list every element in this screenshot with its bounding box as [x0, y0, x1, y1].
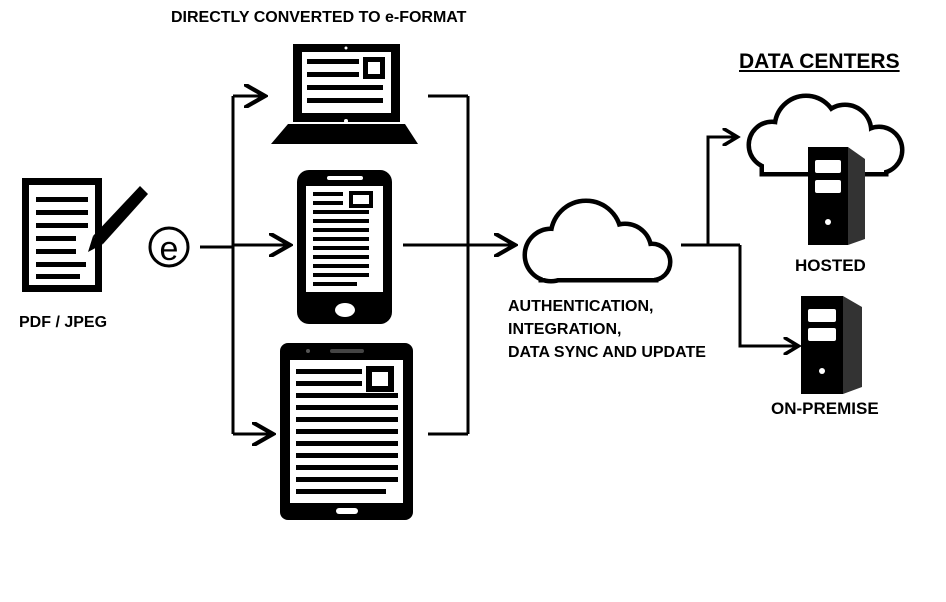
cloud-server-icon: [746, 93, 905, 245]
smartphone-icon: [297, 170, 392, 324]
e-badge-letter: e: [160, 230, 179, 268]
merge-connector: [403, 94, 512, 436]
cloud-services-label: AUTHENTICATION, INTEGRATION, DATA SYNC A…: [508, 295, 706, 364]
top-caption: DIRECTLY CONVERTED TO e-FORMAT: [171, 9, 467, 26]
datacenter-connector: [681, 137, 797, 346]
on-premise-label: ON-PREMISE: [771, 399, 879, 418]
source-label: PDF / JPEG: [19, 314, 108, 331]
hosted-label: HOSTED: [795, 256, 866, 275]
document-with-pen-icon: [22, 178, 148, 292]
service-data-sync: DATA SYNC AND UPDATE: [508, 344, 706, 361]
cloud-icon: [522, 198, 673, 284]
e-circle-icon: e: [148, 226, 190, 268]
laptop-icon: [271, 44, 418, 144]
data-centers-title: DATA CENTERS: [739, 50, 900, 73]
server-tower-icon: [801, 296, 862, 394]
branch-connector: [200, 96, 287, 434]
tablet-icon: [280, 343, 413, 520]
service-authentication: AUTHENTICATION,: [508, 298, 654, 315]
service-integration: INTEGRATION,: [508, 321, 622, 338]
